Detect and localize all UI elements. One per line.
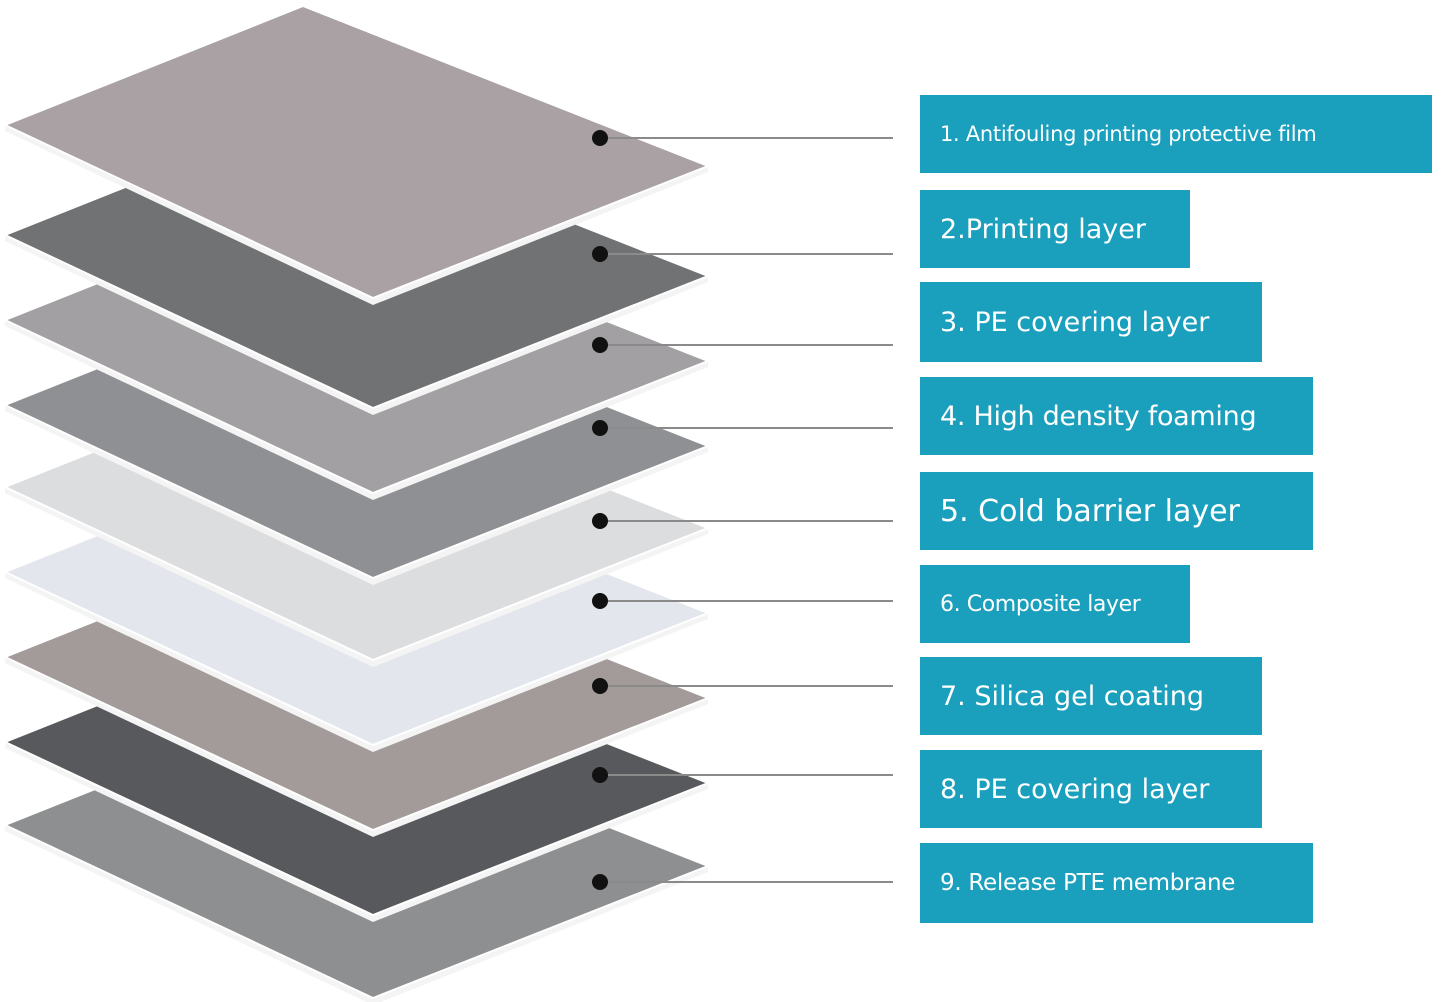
leader-dot-9	[592, 874, 608, 890]
leader-dot-2	[592, 246, 608, 262]
layer-label-9: 9. Release PTE membrane	[920, 843, 1313, 923]
sheet-1	[2, 4, 711, 300]
layer-label-5: 5. Cold barrier layer	[920, 472, 1313, 550]
leader-dot-8	[592, 767, 608, 783]
layer-label-8: 8. PE covering layer	[920, 750, 1262, 828]
layer-label-4: 4. High density foaming	[920, 377, 1313, 455]
leader-dot-4	[592, 420, 608, 436]
leader-dot-6	[592, 593, 608, 609]
leader-dot-7	[592, 678, 608, 694]
layer-label-7: 7. Silica gel coating	[920, 657, 1262, 735]
leader-dot-5	[592, 513, 608, 529]
leader-dot-3	[592, 337, 608, 353]
layer-label-6: 6. Composite layer	[920, 565, 1190, 643]
leader-dot-1	[592, 130, 608, 146]
layer-label-3: 3. PE covering layer	[920, 282, 1262, 362]
layer-label-2: 2.Printing layer	[920, 190, 1190, 268]
layer-label-1: 1. Antifouling printing protective film	[920, 95, 1432, 173]
